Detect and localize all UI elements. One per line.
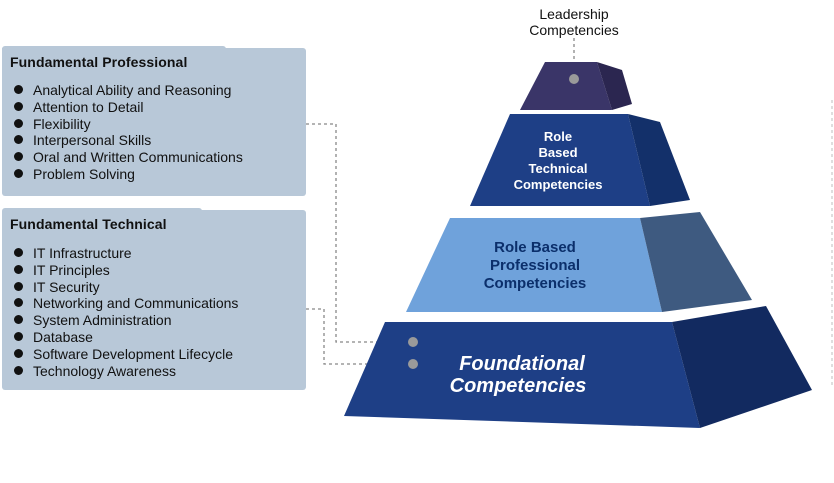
- technical-label-line2: Based: [538, 145, 577, 160]
- list-item: System Administration: [14, 312, 238, 329]
- technical-label-line4: Competencies: [514, 177, 603, 192]
- panel-title-technical: Fundamental Technical: [10, 216, 167, 232]
- connector-dot-technical: [408, 359, 418, 369]
- foundational-label-line2: Competencies: [450, 375, 587, 397]
- pyramid-level-leadership: [520, 62, 632, 110]
- foundational-level-label: Foundational Competencies: [450, 353, 587, 397]
- bullet-icon: [14, 281, 23, 291]
- list-item-label: Interpersonal Skills: [33, 132, 152, 149]
- bullet-icon: [14, 135, 23, 145]
- list-item-label: Flexibility: [33, 115, 91, 132]
- technical-label-line3: Technical: [528, 161, 587, 176]
- connector-professional: [306, 123, 412, 343]
- bullet-icon: [14, 264, 23, 274]
- list-item: IT Security: [14, 279, 238, 296]
- leadership-label-line2: Competencies: [529, 22, 619, 38]
- pyramid-level-foundational: [344, 306, 812, 428]
- bullet-icon: [14, 152, 23, 162]
- list-item: Analytical Ability and Reasoning: [14, 82, 243, 99]
- technical-level-label: Role Based Technical Competencies: [514, 129, 603, 192]
- fundamental-professional-panel: Fundamental Professional Analytical Abil…: [2, 46, 306, 196]
- pyramid-level-professional: [406, 212, 752, 312]
- list-item: Networking and Communications: [14, 295, 238, 312]
- technical-label-line1: Role: [544, 129, 572, 144]
- list-item: Flexibility: [14, 116, 243, 133]
- panel-title-professional: Fundamental Professional: [10, 54, 188, 70]
- connector-dot-professional: [408, 337, 418, 347]
- pyramid-level-technical: [470, 114, 690, 206]
- list-item: Attention to Detail: [14, 99, 243, 116]
- bullet-icon: [14, 118, 23, 128]
- list-item: IT Infrastructure: [14, 245, 238, 262]
- bullet-icon: [14, 331, 23, 341]
- bullet-icon: [14, 365, 23, 375]
- bullet-icon: [14, 101, 23, 111]
- list-item: Software Development Lifecycle: [14, 346, 238, 363]
- list-item-label: Attention to Detail: [33, 98, 144, 115]
- foundational-label-line1: Foundational: [459, 353, 585, 375]
- list-item: Technology Awareness: [14, 363, 238, 380]
- professional-label-line2: Professional: [490, 257, 580, 274]
- professional-list: Analytical Ability and Reasoning Attenti…: [14, 82, 243, 183]
- bullet-icon: [14, 298, 23, 308]
- leadership-label-line1: Leadership: [539, 6, 609, 22]
- list-item-label: Networking and Communications: [33, 295, 239, 312]
- list-item-label: System Administration: [33, 312, 172, 329]
- bullet-icon: [14, 315, 23, 325]
- list-item-label: Analytical Ability and Reasoning: [33, 82, 232, 98]
- list-item: IT Principles: [14, 262, 238, 279]
- professional-level-label: Role Based Professional Competencies: [484, 239, 587, 292]
- list-item-label: IT Infrastructure: [33, 245, 132, 261]
- list-item-label: Database: [33, 328, 93, 345]
- list-item-label: Oral and Written Communications: [33, 149, 243, 166]
- list-item: Problem Solving: [14, 166, 243, 183]
- list-item-label: Problem Solving: [33, 165, 135, 182]
- leadership-label: Leadership Competencies: [509, 6, 639, 38]
- list-item-label: Software Development Lifecycle: [33, 345, 233, 362]
- bullet-icon: [14, 168, 23, 178]
- technical-list: IT Infrastructure IT Principles IT Secur…: [14, 245, 238, 379]
- list-item: Oral and Written Communications: [14, 149, 243, 166]
- list-item-label: Technology Awareness: [33, 362, 176, 379]
- connector-dot-leadership: [569, 74, 579, 84]
- bullet-icon: [14, 348, 23, 358]
- bullet-icon: [14, 85, 23, 94]
- professional-label-line3: Competencies: [484, 275, 587, 292]
- bullet-icon: [14, 248, 23, 257]
- list-item-label: IT Principles: [33, 261, 110, 278]
- professional-label-line1: Role Based: [494, 239, 576, 256]
- list-item-label: IT Security: [33, 278, 100, 295]
- list-item: Interpersonal Skills: [14, 132, 243, 149]
- fundamental-technical-panel: Fundamental Technical IT Infrastructure …: [2, 208, 306, 390]
- list-item: Database: [14, 329, 238, 346]
